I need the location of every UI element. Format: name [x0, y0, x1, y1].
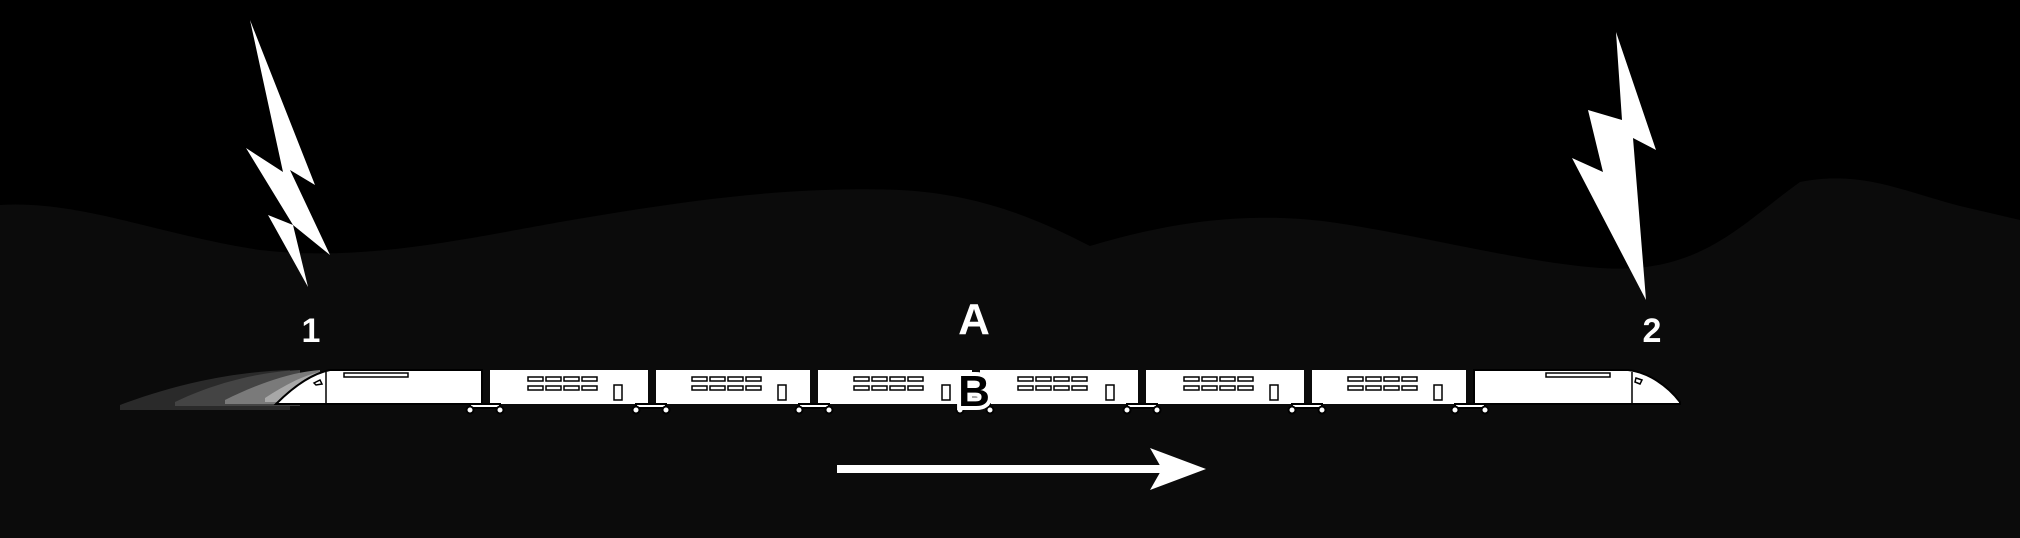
left-power-car [273, 369, 483, 405]
observer-label-b: B [958, 367, 990, 416]
lightning-bolt-icon [1572, 32, 1656, 300]
bogies [465, 403, 1490, 415]
observer-label-a: A [958, 295, 990, 344]
right-power-car [1473, 369, 1681, 405]
passenger-car-2 [656, 370, 810, 404]
hills-ground [0, 178, 2020, 538]
lightning-bolt-icon [246, 20, 330, 287]
strike-label-1: 1 [302, 312, 321, 350]
arrow-right-icon [837, 448, 1206, 490]
passenger-car-3 [818, 370, 972, 404]
passenger-car-6 [1312, 370, 1466, 404]
passenger-car-1 [490, 370, 648, 404]
train [273, 369, 1681, 415]
strike-label-2: 2 [1643, 312, 1662, 350]
passenger-car-5 [1146, 370, 1304, 404]
passenger-car-4 [980, 370, 1138, 404]
